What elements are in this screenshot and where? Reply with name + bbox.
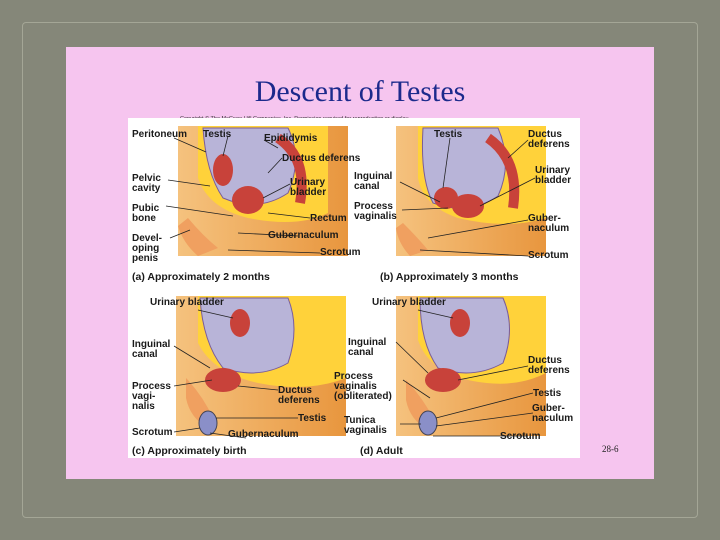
label-scrotum-a: Scrotum [320,248,361,258]
label-scrotum-c: Scrotum [132,428,173,438]
label-gubernaculum-d: Guber- naculum [532,404,573,424]
caption-a: (a) Approximately 2 months [132,271,270,283]
label-testis-a: Testis [203,130,231,140]
label-pelvic-cavity: Pelvic cavity [132,174,161,194]
label-pubic-bone: Pubic bone [132,204,159,224]
label-process-vaginalis-b: Process vaginalis [354,202,397,222]
label-process-vaginalis-d: Process vaginalis (obliterated) [334,372,392,402]
label-gubernaculum-b: Guber- naculum [528,214,569,234]
slide-title: Descent of Testes [66,75,654,109]
label-process-vaginalis-c: Process vagi- nalis [132,382,171,412]
label-inguinal-canal-c: Inguinal canal [132,340,170,360]
label-peritoneum: Peritoneum [132,130,187,140]
label-ductus-deferens-a: Ductus deferens [282,154,360,164]
caption-d: (d) Adult [360,445,403,457]
panel-d-illustration [396,296,546,436]
label-developing-penis: Devel- oping penis [132,234,162,264]
label-inguinal-canal-d: Inguinal canal [348,338,386,358]
label-urinary-bladder-d: Urinary bladder [372,298,446,308]
label-ductus-deferens-d: Ductus deferens [528,356,570,376]
label-urinary-bladder-a: Urinary bladder [290,178,326,198]
anatomy-illustration [128,118,580,458]
label-scrotum-d: Scrotum [500,432,541,442]
anatomy-figure: Peritoneum Testis Epididymis Ductus defe… [128,118,580,458]
page-number: 28-6 [602,444,619,454]
label-gubernaculum-c: Gubernaculum [228,430,299,440]
label-testis-d: Testis [533,389,561,399]
label-ductus-deferens-b: Ductus deferens [528,130,570,150]
label-inguinal-canal-b: Inguinal canal [354,172,392,192]
label-ductus-deferens-c: Ductus deferens [278,386,320,406]
label-rectum: Rectum [310,214,347,224]
label-urinary-bladder-b: Urinary bladder [535,166,571,186]
label-gubernaculum-a: Gubernaculum [268,231,339,241]
label-tunica-vaginalis-d: Tunica vaginalis [344,416,387,436]
label-urinary-bladder-c: Urinary bladder [150,298,224,308]
caption-b: (b) Approximately 3 months [380,271,518,283]
caption-c: (c) Approximately birth [132,445,247,457]
label-testis-b: Testis [434,130,462,140]
label-scrotum-b: Scrotum [528,251,569,261]
label-testis-c: Testis [298,414,326,424]
label-epididymis: Epididymis [264,134,317,144]
